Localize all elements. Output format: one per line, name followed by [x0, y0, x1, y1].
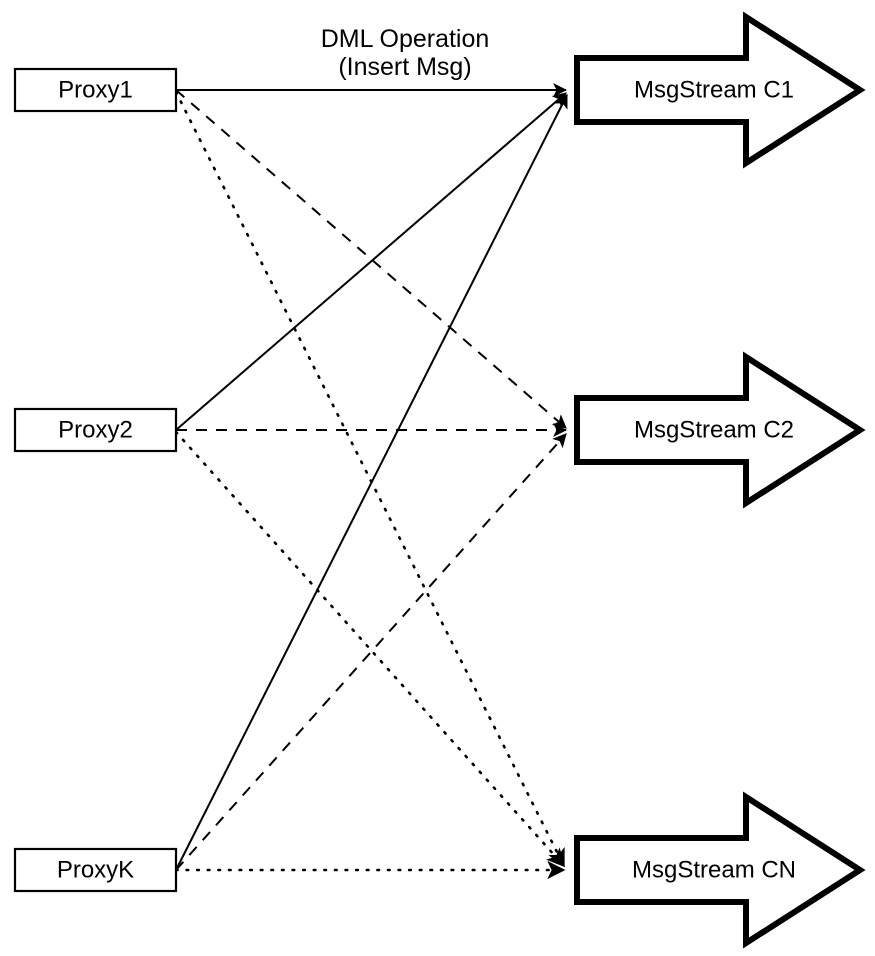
stream-cn-label: MsgStream CN — [632, 856, 796, 883]
node-proxyk[interactable]: ProxyK — [13, 847, 178, 893]
edge-proxy2-to-stream-c1 — [175, 92, 567, 431]
stream-c1-arrow-shape — [574, 11, 866, 169]
edge-proxy1-to-stream-c2 — [175, 89, 567, 429]
edge-proxyk-to-stream-c2 — [175, 433, 567, 871]
node-proxy2-label: Proxy2 — [58, 416, 133, 443]
node-stream-c2[interactable]: MsgStream C2 — [574, 351, 866, 509]
node-proxy1[interactable]: Proxy1 — [13, 67, 178, 113]
edge-proxyk-to-stream-c1 — [175, 94, 568, 871]
edge-group-proxy2 — [174, 92, 568, 868]
edge-proxy2-to-stream-cn — [174, 430, 566, 868]
node-proxyk-label: ProxyK — [57, 856, 134, 883]
node-proxy1-box — [13, 67, 178, 113]
annotation-dml-operation: DML Operation (Insert Msg) — [321, 25, 490, 81]
stream-c2-label: MsgStream C2 — [634, 416, 794, 443]
node-proxy2-box — [13, 407, 178, 453]
stream-cn-arrow-shape — [574, 791, 866, 949]
node-proxyk-box — [13, 847, 178, 893]
stream-c1-label: MsgStream C1 — [634, 76, 794, 103]
stream-c2-arrow-shape — [574, 351, 866, 509]
node-stream-cn[interactable]: MsgStream CN — [574, 791, 866, 949]
node-stream-c1[interactable]: MsgStream C1 — [574, 11, 866, 169]
edge-proxy1-to-stream-cn — [174, 90, 566, 868]
edge-group-proxy1 — [174, 83, 568, 868]
edge-group-proxyk — [174, 94, 568, 880]
node-proxy1-label: Proxy1 — [58, 76, 133, 103]
node-proxy2[interactable]: Proxy2 — [13, 407, 178, 453]
annotation-line-2: (Insert Msg) — [338, 53, 471, 81]
annotation-line-1: DML Operation — [321, 25, 490, 53]
